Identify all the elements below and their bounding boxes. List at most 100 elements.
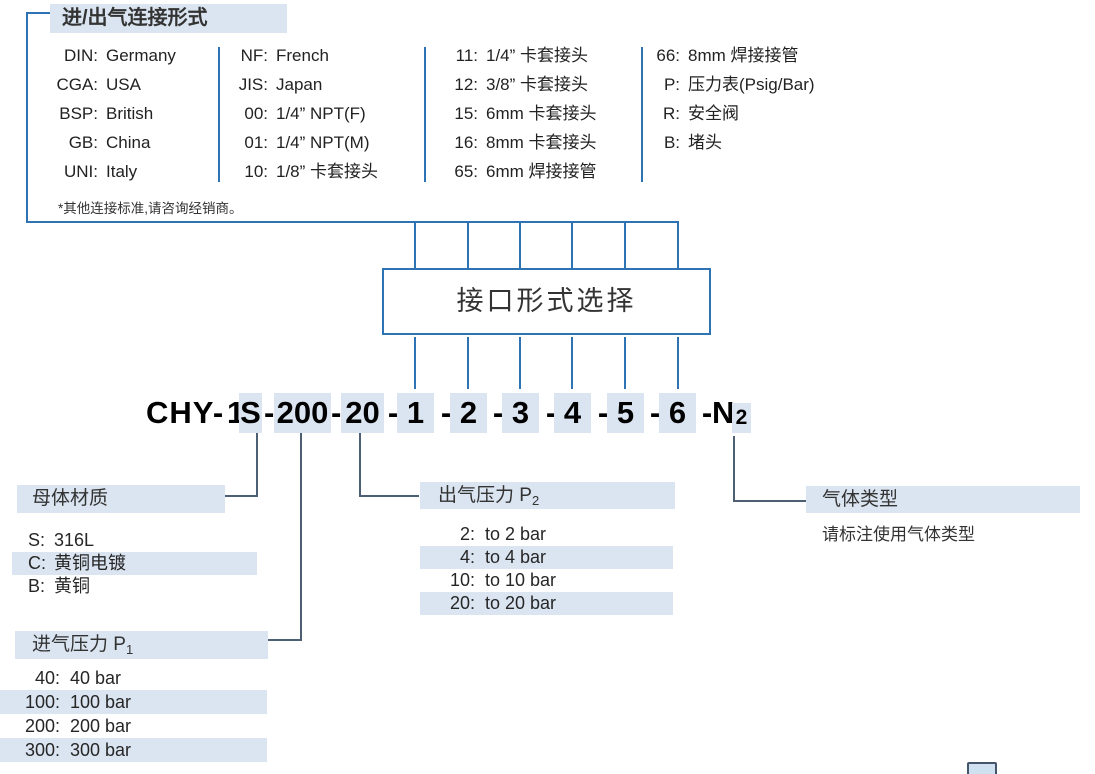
option-row: S:316L (12, 529, 257, 552)
legend-item: 11: 1/4” 卡套接头 (448, 41, 597, 70)
code-separator: - (597, 395, 609, 430)
legend-item: P:压力表(Psig/Bar) (650, 70, 815, 99)
legend-item-code: 15: (454, 104, 478, 123)
code-separator: - (701, 395, 713, 430)
code-port-1: 1 (397, 393, 434, 433)
legend-column-1: DIN:Germany CGA:USA BSP:British GB:China… (52, 41, 176, 186)
legend-item: 00: 1/4” NPT(F) (232, 99, 378, 128)
option-row: C:黄铜电镀 (12, 552, 257, 575)
legend-item: 66:8mm 焊接接管 (650, 41, 815, 70)
connector-line (519, 223, 521, 268)
connector-line (733, 500, 806, 502)
gas-type-note: 请标注使用气体类型 (822, 525, 975, 544)
legend-item-code: 01: (244, 133, 268, 152)
legend-item-desc: China (106, 133, 151, 152)
code-port-2: 2 (450, 393, 487, 433)
option-code: 100: (24, 692, 60, 712)
connector-line (571, 223, 573, 268)
option-row: 300:300 bar (0, 738, 267, 762)
code-separator: - (649, 395, 661, 430)
legend-item-code: 66: (656, 46, 680, 65)
connector-line (519, 337, 521, 389)
option-desc: to 20 bar (485, 593, 557, 613)
connector-line (733, 436, 735, 502)
legend-footnote: *其他连接标准,请咨询经销商。 (58, 201, 243, 216)
code-outlet-pressure: 20 (341, 393, 384, 433)
legend-item-code: DIN: (64, 46, 98, 65)
legend-item: NF:French (232, 41, 378, 70)
port-selection-box: 接口形式选择 (382, 268, 711, 335)
code-separator: - (212, 395, 224, 430)
section-title-subscript: 1 (125, 642, 134, 657)
connector-line (256, 433, 258, 497)
section-title-outlet-pressure: 出气压力 P2 (420, 482, 675, 509)
legend-item-code: GB: (68, 133, 98, 152)
section-title-text: 进气压力 P (32, 634, 126, 655)
legend-divider (218, 47, 220, 182)
connector-line (677, 337, 679, 389)
legend-item-code: 10: (244, 162, 268, 181)
code-inlet-pressure: 200 (274, 393, 331, 433)
legend-item: BSP:British (52, 99, 176, 128)
legend-item-code: 00: (244, 104, 268, 123)
code-separator: - (387, 395, 399, 430)
legend-item: 10: 1/8” 卡套接头 (232, 157, 378, 186)
legend-item-code: 65: (454, 162, 478, 181)
section-title-gas-type: 气体类型 (806, 486, 1080, 513)
legend-item-desc: USA (106, 75, 141, 94)
section-title-subscript: 2 (531, 493, 540, 508)
option-desc: 黄铜电镀 (54, 553, 126, 573)
option-desc: 100 bar (70, 692, 132, 712)
code-gas-letter: N (712, 395, 735, 430)
option-code: S: (28, 530, 46, 550)
connector-line (624, 337, 626, 389)
connector-line (467, 337, 469, 389)
legend-item-desc: 1/4” 卡套接头 (486, 46, 589, 65)
legend-item-desc: 安全阀 (688, 104, 739, 123)
legend-item-desc: 1/8” 卡套接头 (276, 162, 379, 181)
option-row: 2:to 2 bar (420, 523, 673, 546)
legend-item-code: 16: (454, 133, 478, 152)
connector-line (467, 223, 469, 268)
code-separator: - (492, 395, 504, 430)
option-desc: to 4 bar (485, 547, 547, 567)
legend-item: 16: 8mm 卡套接头 (448, 128, 597, 157)
legend-item: 01:1/4” NPT(M) (232, 128, 378, 157)
connector-line (359, 495, 419, 497)
option-row: 200:200 bar (0, 714, 267, 738)
code-gas-subscript: 2 (732, 403, 751, 433)
option-desc: 300 bar (70, 740, 132, 760)
code-port-4: 4 (554, 393, 591, 433)
legend-divider (641, 47, 643, 182)
legend-item-desc: Japan (276, 75, 323, 94)
legend-frame-left-border (26, 12, 28, 222)
legend-item: JIS:Japan (232, 70, 378, 99)
section-title-text: 出气压力 P (438, 485, 532, 506)
legend-item-code: 11: (455, 46, 478, 65)
legend-item-code: P: (663, 75, 680, 94)
legend-item-code: CGA: (56, 75, 98, 94)
legend-divider (424, 47, 426, 182)
partial-cutoff-box (967, 762, 997, 774)
option-desc: to 2 bar (485, 524, 547, 544)
code-port-3: 3 (502, 393, 539, 433)
legend-frame-bottom-border (26, 221, 679, 223)
connector-line (300, 433, 302, 641)
code-separator: - (264, 395, 275, 430)
legend-item-desc: 8mm 卡套接头 (486, 133, 597, 152)
option-code: 200: (24, 716, 60, 736)
option-code: B: (28, 576, 46, 596)
connector-line (414, 337, 416, 389)
legend-item: UNI:Italy (52, 157, 176, 186)
option-code: 40: (34, 668, 60, 688)
legend-item: R: 安全阀 (650, 99, 815, 128)
option-desc: 40 bar (70, 668, 122, 688)
option-row: 4:to 4 bar (420, 546, 673, 569)
legend-frame-top-tick (26, 12, 52, 14)
connector-line (414, 223, 416, 268)
legend-item-code: R: (663, 104, 680, 123)
code-port-6: 6 (659, 393, 696, 433)
legend-item: GB: China (52, 128, 176, 157)
legend-item-desc: 1/4” NPT(F) (276, 104, 366, 123)
